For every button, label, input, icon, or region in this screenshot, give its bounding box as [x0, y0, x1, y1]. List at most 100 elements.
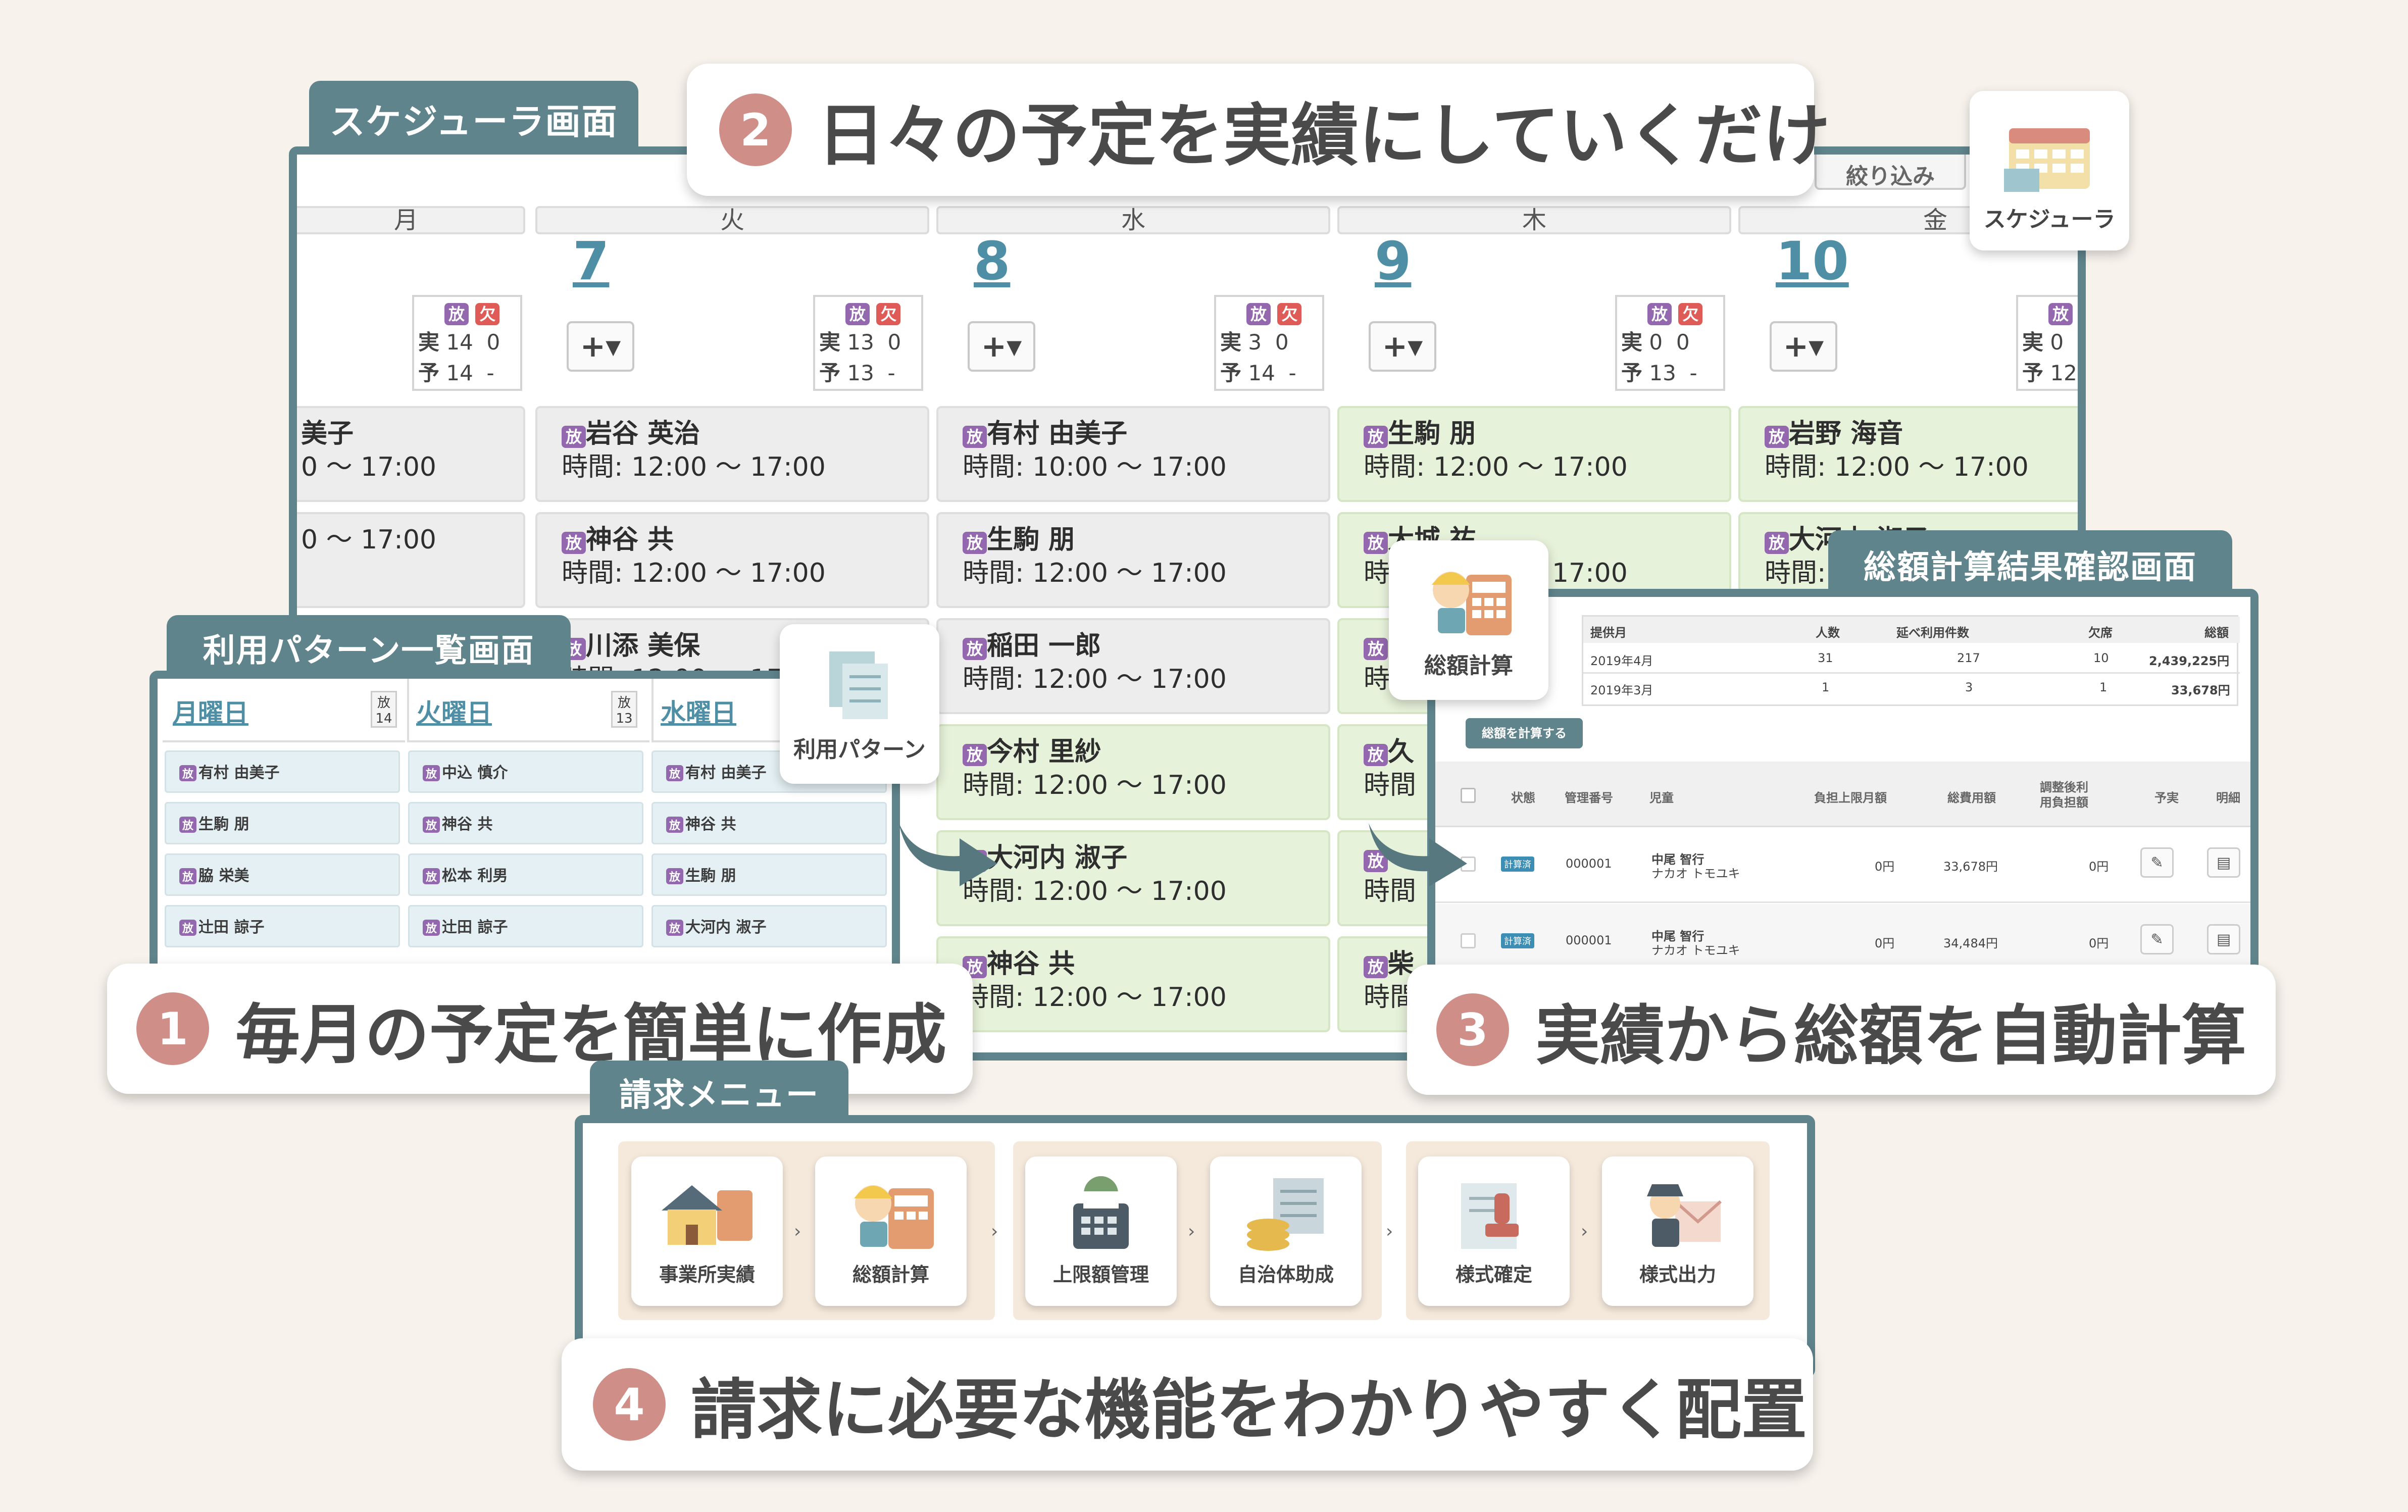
document-icon[interactable]: ▤	[2207, 847, 2240, 878]
menu-item-label: 総額計算	[852, 1264, 929, 1286]
menu-item-limit-management[interactable]: 上限額管理	[1025, 1156, 1177, 1306]
menu-item-label: 様式出力	[1639, 1264, 1716, 1286]
total-amount: 34,484円	[1943, 936, 1998, 950]
col-plan-actual[interactable]: 予実	[2154, 791, 2179, 805]
child-name: 辻田 諒子	[442, 919, 508, 936]
row-checkbox[interactable]	[1461, 933, 1476, 948]
menu-item-office-results[interactable]: 事業所実績	[631, 1156, 783, 1306]
pattern-cell[interactable]: 放生駒 朋	[165, 802, 400, 844]
pattern-cell[interactable]: 放脇 栄美	[165, 853, 400, 896]
col-total[interactable]: 総費用額	[1947, 791, 1996, 805]
weekday-link[interactable]: 水曜日	[661, 698, 736, 728]
select-all-checkbox[interactable]	[1461, 788, 1476, 803]
date-link[interactable]: 10	[1776, 230, 1849, 292]
schedule-event[interactable]: 放神谷 共時間: 12:00 ～ 17:00	[936, 936, 1330, 1032]
add-event-button[interactable]: +▾	[1770, 321, 1837, 372]
actual-label: 実	[2022, 330, 2044, 355]
menu-item-municipal-subsidy[interactable]: 自治体助成	[1210, 1156, 1362, 1306]
pattern-cell[interactable]: 放辻田 諒子	[165, 905, 400, 947]
schedule-event[interactable]: 0 ～ 17:00	[297, 512, 525, 608]
document-icon[interactable]: ▤	[2207, 924, 2240, 954]
badge: 放	[666, 920, 684, 936]
weekday-link[interactable]: 火曜日	[416, 698, 492, 728]
total-screen-tab: 総額計算結果確認画面	[1828, 530, 2232, 599]
event-time: 時間: 12:00 ～ 17:00	[1765, 452, 2029, 482]
summary-cell: 2,439,225円	[2149, 654, 2230, 668]
event-name: 岩野 海音	[1789, 419, 1903, 449]
calculator-person-icon	[854, 1185, 934, 1249]
child-name: 辻田 諒子	[198, 919, 265, 936]
child-name: 中尾 智行	[1651, 852, 1704, 867]
calculator-person-icon	[1432, 572, 1512, 635]
add-event-button[interactable]: +▾	[968, 321, 1035, 372]
col-limit[interactable]: 負担上限月額	[1814, 791, 1887, 805]
after-school-badge: 放	[845, 303, 870, 325]
chevron-right-icon: ›	[1386, 1221, 1393, 1242]
child-name: 中尾 智行	[1651, 929, 1704, 943]
chevron-right-icon: ›	[794, 1221, 801, 1242]
date-link[interactable]: 8	[974, 230, 1011, 292]
badge: 放	[617, 695, 631, 711]
pattern-cell[interactable]: 放辻田 諒子	[408, 905, 643, 947]
actual-count: 0	[2050, 330, 2064, 355]
pattern-cell[interactable]: 放神谷 共	[651, 802, 887, 844]
pattern-icon-card[interactable]: 利用パターン	[780, 624, 939, 784]
badge: 放	[666, 868, 684, 884]
pattern-header-wed: 水曜日	[651, 679, 892, 742]
child-name: 有村 由美子	[198, 764, 280, 782]
event-name: 川添 美保	[586, 631, 700, 661]
step-number-1: 1	[136, 992, 209, 1065]
pattern-cell[interactable]: 放有村 由美子	[165, 750, 400, 793]
col-burden[interactable]: 調整後利用負担額	[2040, 780, 2088, 810]
schedule-event[interactable]: 放生駒 朋時間: 12:00 ～ 17:00	[936, 512, 1330, 608]
summary-cell: 31	[1818, 651, 1833, 665]
date-link[interactable]: 9	[1375, 230, 1412, 292]
schedule-event[interactable]: 放今村 里紗時間: 12:00 ～ 17:00	[936, 724, 1330, 820]
planned-count: 13	[847, 361, 874, 385]
date-link[interactable]: 7	[573, 230, 610, 292]
schedule-event[interactable]: 放神谷 共時間: 12:00 ～ 17:00	[535, 512, 929, 608]
add-event-button[interactable]: +▾	[567, 321, 634, 372]
summary-header: 延べ利用件数	[1896, 626, 1969, 640]
schedule-event[interactable]: 放稲田 一郎時間: 12:00 ～ 17:00	[936, 618, 1330, 714]
total-icon-card[interactable]: 総額計算	[1389, 540, 1548, 700]
attendance-stats: 放 欠 実 3 0 予 14 -	[1214, 295, 1324, 391]
add-event-button[interactable]: +▾	[1369, 321, 1436, 372]
pattern-cell[interactable]: 放生駒 朋	[651, 853, 887, 896]
scheduler-icon-card[interactable]: スケジューラ	[1970, 91, 2129, 250]
actual-count: 0	[1649, 330, 1663, 355]
pattern-screen-tab: 利用パターン一覧画面	[167, 615, 571, 681]
badge: 放	[423, 765, 440, 781]
col-id[interactable]: 管理番号	[1565, 791, 1613, 805]
col-status[interactable]: 状態	[1511, 791, 1535, 805]
menu-item-form-confirm[interactable]: 様式確定	[1418, 1156, 1570, 1306]
pattern-cell[interactable]: 放中込 慎介	[408, 750, 643, 793]
filter-button[interactable]: 絞り込み	[1815, 155, 1966, 190]
menu-item-form-output[interactable]: 様式出力	[1602, 1156, 1753, 1306]
col-detail[interactable]: 明細	[2216, 791, 2240, 805]
calculate-total-button[interactable]: 総額を計算する	[1466, 718, 1583, 748]
schedule-event[interactable]: 放有村 由美子時間: 10:00 ～ 17:00	[936, 406, 1330, 502]
planned-label: 予	[418, 361, 440, 385]
col-child[interactable]: 児童	[1649, 791, 1674, 805]
pattern-cell[interactable]: 放松本 利男	[408, 853, 643, 896]
absent-badge: 欠	[475, 303, 500, 325]
edit-icon[interactable]: ✎	[2140, 924, 2174, 954]
schedule-event[interactable]: 放岩谷 英治時間: 12:00 ～ 17:00	[535, 406, 929, 502]
pattern-cell[interactable]: 放大河内 淑子	[651, 905, 887, 947]
pattern-cell[interactable]: 放神谷 共	[408, 802, 643, 844]
event-time: 時間: 12:00 ～ 17:00	[963, 558, 1227, 588]
summary-cell: 1	[1822, 680, 1830, 694]
edit-icon[interactable]: ✎	[2140, 847, 2174, 878]
total-amount: 33,678円	[1943, 860, 1998, 874]
weekday-link[interactable]: 月曜日	[173, 698, 248, 728]
schedule-event[interactable]: 放岩野 海音時間: 12:00 ～ 17:00	[1738, 406, 2078, 502]
menu-item-total-calc[interactable]: 総額計算	[815, 1156, 967, 1306]
child-name: 神谷 共	[685, 816, 736, 833]
schedule-event[interactable]: 放生駒 朋時間: 12:00 ～ 17:00	[1337, 406, 1731, 502]
summary-cell: 2019年3月	[1590, 683, 1653, 697]
event-time: 時間: 12:00 ～ 17:00	[1364, 452, 1628, 482]
